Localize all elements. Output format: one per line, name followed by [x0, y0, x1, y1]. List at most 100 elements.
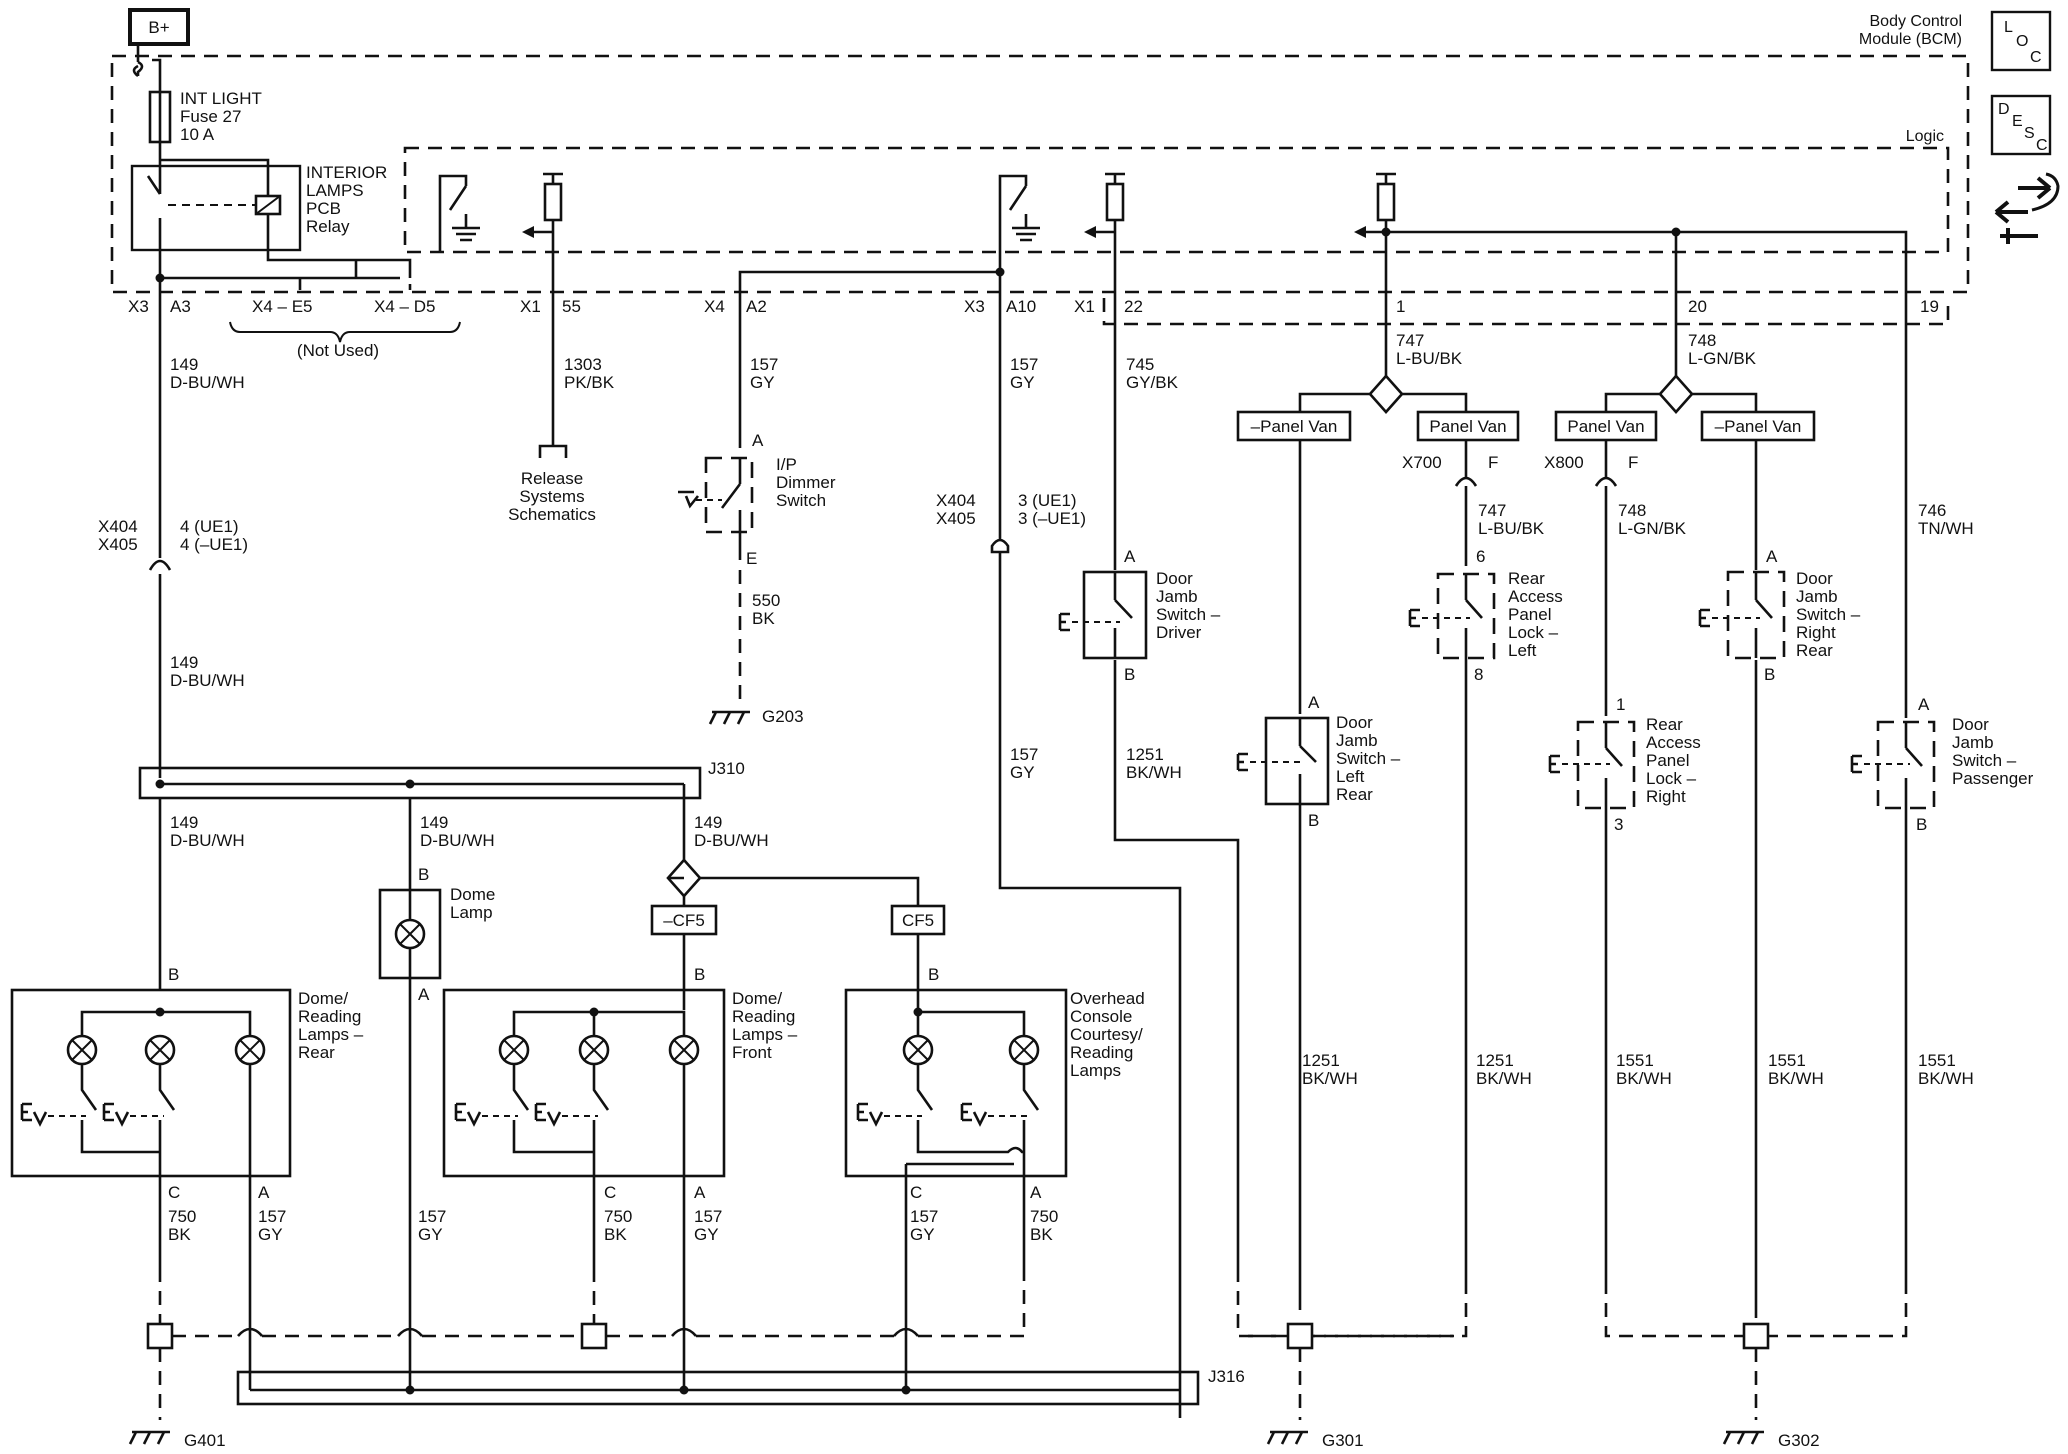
pin-22: 22 — [1124, 297, 1143, 316]
svg-text:A: A — [1766, 547, 1778, 566]
conn-x1-22: X1 — [1074, 297, 1095, 316]
ground-g302-symbol — [1722, 1430, 1764, 1445]
pin-20: 20 — [1688, 297, 1707, 316]
svg-text:B: B — [1764, 665, 1775, 684]
svg-text:B: B — [1916, 815, 1927, 834]
svg-text:149: 149 — [170, 813, 198, 832]
svg-text:B: B — [694, 965, 705, 984]
svg-text:D-BU/WH: D-BU/WH — [170, 831, 245, 850]
svg-text:C: C — [168, 1183, 180, 1202]
svg-text:Overhead: Overhead — [1070, 989, 1145, 1008]
ground-junction-g401 — [146, 1322, 174, 1350]
ground-g301-symbol — [1266, 1430, 1308, 1445]
bcm-name-line2: Module (BCM) — [1859, 31, 1962, 48]
svg-text:C: C — [2036, 137, 2048, 154]
bcm-name-line1: Body Control — [1870, 13, 1963, 30]
svg-text:157: 157 — [694, 1207, 722, 1226]
svg-text:Switch: Switch — [776, 491, 826, 510]
svg-text:750: 750 — [604, 1207, 632, 1226]
svg-text:1551: 1551 — [1918, 1051, 1956, 1070]
svg-text:750: 750 — [1030, 1207, 1058, 1226]
wire-157-a10 — [998, 552, 1182, 1418]
svg-text:BK/WH: BK/WH — [1768, 1069, 1824, 1088]
svg-text:Rear: Rear — [298, 1043, 335, 1062]
svg-text:157: 157 — [418, 1207, 446, 1226]
svg-text:Release: Release — [521, 469, 583, 488]
svg-text:O: O — [2016, 33, 2028, 50]
conn-x4-e5: X4 – E5 — [252, 297, 313, 316]
battery-box — [128, 8, 190, 46]
svg-text:Driver: Driver — [1156, 623, 1202, 642]
svg-text:Lamps –: Lamps – — [732, 1025, 798, 1044]
svg-text:Panel: Panel — [1508, 605, 1551, 624]
svg-text:550: 550 — [752, 591, 780, 610]
svg-text:8: 8 — [1474, 665, 1483, 684]
serial-data-icon[interactable] — [1994, 172, 2060, 244]
svg-text:L-GN/BK: L-GN/BK — [1618, 519, 1687, 538]
svg-text:C: C — [604, 1183, 616, 1202]
svg-text:C: C — [910, 1183, 922, 1202]
svg-text:Front: Front — [732, 1043, 772, 1062]
pin-a3: A3 — [170, 297, 191, 316]
dome-reading-lamps-rear — [10, 988, 292, 1178]
svg-text:D-BU/WH: D-BU/WH — [420, 831, 495, 850]
svg-text:1251: 1251 — [1476, 1051, 1514, 1070]
svg-text:Right: Right — [1646, 787, 1686, 806]
svg-text:747: 747 — [1396, 331, 1424, 350]
svg-text:C: C — [2030, 49, 2042, 66]
svg-text:A: A — [418, 985, 430, 1004]
svg-text:CF5: CF5 — [902, 911, 934, 930]
svg-text:Rear: Rear — [1646, 715, 1683, 734]
inline-x404-x405-a — [148, 559, 172, 571]
conn-x4-d5: X4 – D5 — [374, 297, 435, 316]
svg-text:G302: G302 — [1778, 1431, 1820, 1450]
svg-text:E: E — [2012, 113, 2023, 130]
svg-text:Access: Access — [1508, 587, 1563, 606]
svg-text:GY: GY — [750, 373, 775, 392]
svg-text:A: A — [752, 431, 764, 450]
svg-text:Jamb: Jamb — [1156, 587, 1198, 606]
svg-text:Access: Access — [1646, 733, 1701, 752]
svg-text:Lamps –: Lamps – — [298, 1025, 364, 1044]
svg-text:D: D — [1998, 101, 2010, 118]
fuse-feed — [152, 58, 162, 92]
svg-text:Switch –: Switch – — [1952, 751, 2017, 770]
svg-text:Jamb: Jamb — [1952, 733, 1994, 752]
svg-text:X404: X404 — [98, 517, 138, 536]
svg-text:Panel Van: Panel Van — [1567, 417, 1644, 436]
svg-text:Panel Van: Panel Van — [1429, 417, 1506, 436]
svg-text:Door: Door — [1796, 569, 1833, 588]
svg-text:F: F — [1628, 453, 1638, 472]
pin-19: 19 — [1920, 297, 1939, 316]
svg-text:Lock –: Lock – — [1508, 623, 1559, 642]
desc-icon[interactable]: D E S C — [1990, 94, 2052, 156]
loc-icon[interactable]: L O C — [1990, 10, 2052, 72]
svg-text:A: A — [1030, 1183, 1042, 1202]
relay-contact — [146, 142, 162, 302]
svg-text:748: 748 — [1688, 331, 1716, 350]
svg-text:Right: Right — [1796, 623, 1836, 642]
svg-text:748: 748 — [1618, 501, 1646, 520]
option-non-cf5 — [650, 904, 718, 936]
svg-text:L-BU/BK: L-BU/BK — [1396, 349, 1463, 368]
overhead-console-lamps — [844, 988, 1068, 1178]
svg-text:GY: GY — [694, 1225, 719, 1244]
svg-text:Rear: Rear — [1336, 785, 1373, 804]
bcm-boundary — [110, 54, 1970, 294]
svg-text:Switch –: Switch – — [1336, 749, 1401, 768]
svg-text:BK/WH: BK/WH — [1918, 1069, 1974, 1088]
svg-text:Left: Left — [1508, 641, 1537, 660]
svg-text:GY/BK: GY/BK — [1126, 373, 1179, 392]
svg-text:Rear: Rear — [1796, 641, 1833, 660]
svg-text:750: 750 — [168, 1207, 196, 1226]
svg-text:157: 157 — [750, 355, 778, 374]
option-panel-van-2 — [1554, 410, 1658, 442]
svg-text:Jamb: Jamb — [1796, 587, 1838, 606]
svg-text:Dome/: Dome/ — [732, 989, 782, 1008]
ground-junction-g301 — [1286, 1322, 1314, 1350]
svg-text:L-GN/BK: L-GN/BK — [1688, 349, 1757, 368]
svg-text:BK/WH: BK/WH — [1126, 763, 1182, 782]
svg-text:157: 157 — [910, 1207, 938, 1226]
svg-text:GY: GY — [1010, 763, 1035, 782]
